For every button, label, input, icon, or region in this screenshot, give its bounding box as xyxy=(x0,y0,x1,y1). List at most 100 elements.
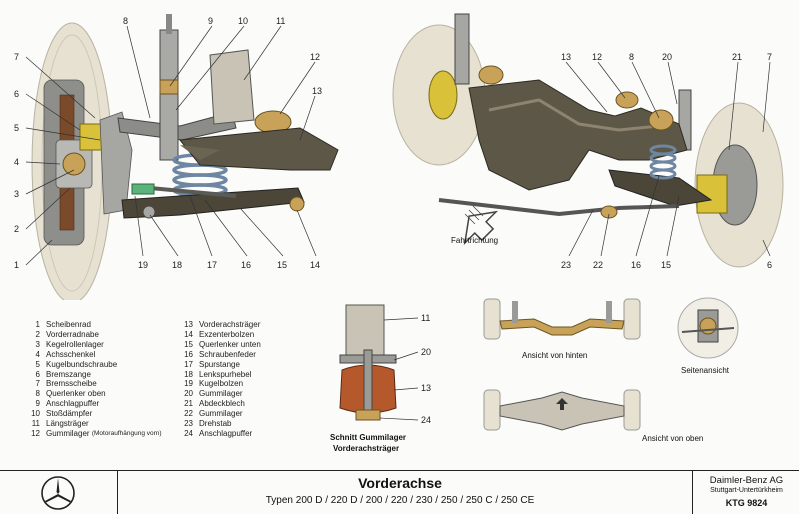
perspective-axle-carrier xyxy=(468,79,688,191)
footer-divider-left xyxy=(117,471,119,514)
perspective-mount-12 xyxy=(615,91,639,109)
page-subtitle: Typen 200 D / 220 D / 200 / 220 / 230 / … xyxy=(265,495,535,506)
side-view-caption: Seitenansicht xyxy=(681,366,730,375)
torsion-rubber-mount xyxy=(600,205,618,219)
rear-view-diagram xyxy=(483,298,641,340)
persp-callout-21: 21 xyxy=(732,52,742,62)
tie-rod xyxy=(149,186,237,198)
left-shock-tower xyxy=(454,13,470,85)
perspective-callouts-bottom: 23 22 16 15 6 xyxy=(561,175,772,270)
ball-stud xyxy=(142,205,156,219)
front-callout-1: 1 xyxy=(14,260,19,270)
front-callout-3: 3 xyxy=(14,189,19,199)
bearing xyxy=(62,152,86,176)
perspective-callouts-top: 13 12 8 20 21 7 xyxy=(561,52,772,151)
direction-arrow-hatch xyxy=(464,205,484,225)
perspective-mount-left xyxy=(478,65,504,85)
section-stop xyxy=(355,409,381,421)
persp-callout-6: 6 xyxy=(767,260,772,270)
persp-callout-12: 12 xyxy=(592,52,602,62)
persp-callout-20: 20 xyxy=(662,52,672,62)
driving-direction-label: Fahrtrichtung xyxy=(451,236,498,245)
direction-arrow-icon xyxy=(463,210,499,246)
perspective-carrier-highlight xyxy=(488,98,660,132)
side-view-diagram xyxy=(677,297,739,359)
front-callout-2: 2 xyxy=(14,224,19,234)
persp-callout-15: 15 xyxy=(661,260,671,270)
company-location: Stuttgart-Untertürkheim xyxy=(710,487,783,494)
persp-callout-7: 7 xyxy=(767,52,772,62)
page-title: Vorderachse xyxy=(358,475,442,491)
front-callouts-top: 8 9 10 11 12 13 xyxy=(123,16,322,141)
front-callout-15: 15 xyxy=(277,260,287,270)
top-view-caption: Ansicht von oben xyxy=(642,434,704,443)
steering-knuckle xyxy=(99,111,133,215)
bump-stop xyxy=(159,79,179,95)
front-callout-16: 16 xyxy=(241,260,251,270)
section-title-line-2: Vorderachsträger xyxy=(333,444,400,453)
perspective-spring xyxy=(649,144,677,180)
front-callouts-left: 7 6 5 4 3 2 1 xyxy=(14,52,101,270)
front-callout-19: 19 xyxy=(138,260,148,270)
rear-left-hub xyxy=(428,70,458,120)
section-callout-11: 11 xyxy=(421,313,430,323)
front-callout-6: 6 xyxy=(14,89,19,99)
title-block: Vorderachse Typen 200 D / 220 D / 200 / … xyxy=(0,470,799,514)
steering-arm xyxy=(131,183,155,195)
front-callout-11: 11 xyxy=(276,16,285,26)
section-callout-13: 13 xyxy=(421,383,431,393)
front-callout-10: 10 xyxy=(238,16,248,26)
document-code: KTG 9824 xyxy=(725,498,768,508)
section-title-line-1: Schnitt Gummilager xyxy=(330,433,407,442)
section-longitudinal-member xyxy=(345,304,385,356)
front-callout-4: 4 xyxy=(14,157,19,167)
footer-divider-right xyxy=(692,471,694,514)
front-callout-9: 9 xyxy=(208,16,213,26)
eccentric-bolt xyxy=(289,196,305,212)
rear-view-caption: Ansicht von hinten xyxy=(522,351,588,360)
perspective-view: Fahrtrichtung 13 12 8 20 21 7 23 22 16 xyxy=(392,13,784,270)
persp-callout-23: 23 xyxy=(561,260,571,270)
persp-callout-22: 22 xyxy=(593,260,603,270)
front-callout-18: 18 xyxy=(172,260,182,270)
front-callout-12: 12 xyxy=(310,52,320,62)
perspective-mount-8 xyxy=(648,109,674,131)
front-cutaway-view: 7 6 5 4 3 2 1 8 9 10 11 12 13 xyxy=(14,14,339,300)
rubber-mount-section: 11 20 13 24 xyxy=(339,304,431,425)
shock-absorber-top xyxy=(166,14,172,34)
persp-callout-8: 8 xyxy=(629,52,634,62)
persp-callout-13: 13 xyxy=(561,52,571,62)
torsion-bar xyxy=(438,198,680,217)
front-callout-17: 17 xyxy=(207,260,217,270)
front-callout-14: 14 xyxy=(310,260,320,270)
longitudinal-member xyxy=(209,49,255,125)
shock-absorber-tube xyxy=(159,29,179,161)
front-callout-5: 5 xyxy=(14,123,19,133)
front-callout-13: 13 xyxy=(312,86,322,96)
mercedes-star-logo xyxy=(41,476,75,510)
company-name: Daimler-Benz AG xyxy=(709,475,784,486)
